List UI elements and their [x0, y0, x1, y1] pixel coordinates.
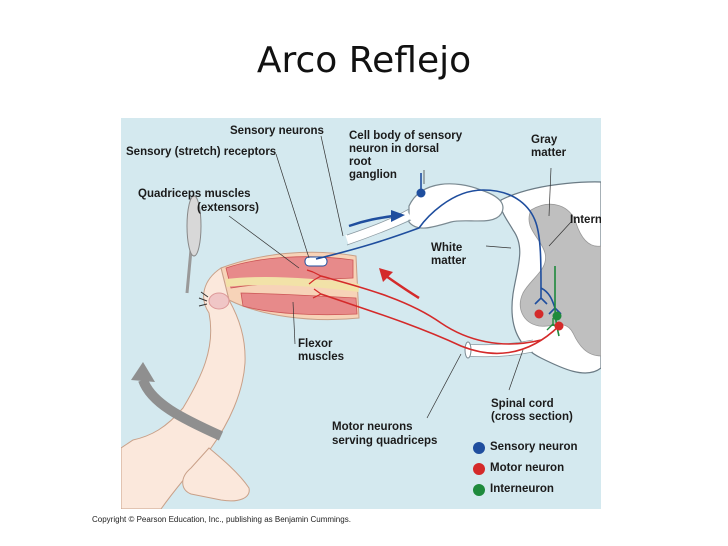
- legend-dot-motor: [473, 463, 485, 475]
- label-cell-body-1: Cell body of sensory: [349, 130, 462, 143]
- label-matter: matter: [531, 147, 566, 160]
- label-flexor-muscles: muscles: [298, 351, 344, 364]
- slide-title: Arco Reflejo: [0, 40, 728, 81]
- motor-cell-body-1: [535, 310, 544, 319]
- legend-dot-sensory: [473, 442, 485, 454]
- label-quadriceps: Quadriceps muscles: [138, 188, 251, 201]
- label-cross-section: (cross section): [491, 411, 573, 424]
- label-serving-quadriceps: serving quadriceps: [332, 435, 437, 448]
- legend-label-interneuron: Interneuron: [490, 483, 554, 496]
- legend-dot-interneuron: [473, 484, 485, 496]
- copyright-notice: Copyright © Pearson Education, Inc., pub…: [92, 515, 351, 524]
- label-white-matter: matter: [431, 255, 466, 268]
- reflex-arc-diagram: Sensory neurons Sensory (stretch) recept…: [121, 118, 601, 509]
- label-motor-neurons: Motor neurons: [332, 421, 413, 434]
- label-cell-body-3: root: [349, 156, 371, 169]
- sensory-cell-body: [417, 189, 426, 198]
- label-sensory-neurons: Sensory neurons: [230, 125, 324, 138]
- motor-direction-arrow: [386, 276, 419, 298]
- label-extensors: (extensors): [197, 202, 259, 215]
- label-white: White: [431, 242, 462, 255]
- label-gray: Gray: [531, 134, 557, 147]
- legend-label-motor: Motor neuron: [490, 462, 564, 475]
- label-cell-body-2: neuron in dorsal: [349, 143, 439, 156]
- patella: [209, 293, 229, 309]
- label-flexor: Flexor: [298, 338, 333, 351]
- legend-label-sensory: Sensory neuron: [490, 441, 578, 454]
- interneuron-cell-body: [553, 312, 562, 321]
- label-sensory-receptors: Sensory (stretch) receptors: [126, 146, 276, 159]
- label-interneurons: Interneurons: [570, 214, 601, 227]
- label-cell-body-4: ganglion: [349, 169, 397, 182]
- label-spinal-cord: Spinal cord: [491, 398, 554, 411]
- motor-cell-body-2: [555, 322, 564, 331]
